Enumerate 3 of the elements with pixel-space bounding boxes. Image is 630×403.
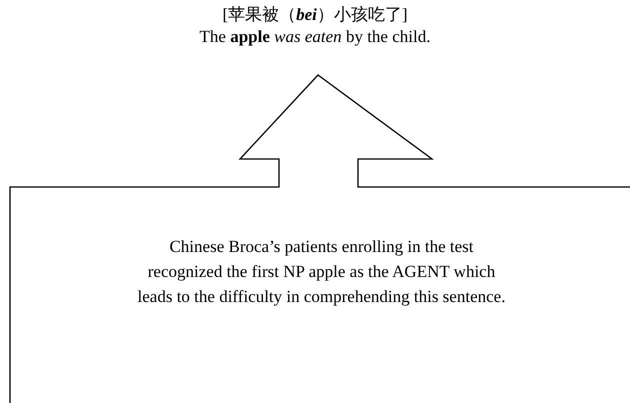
example-sentence: [苹果被（bei）小孩吃了] [221, 4, 409, 26]
example-sentence: The apple was eaten by the child. [198, 26, 432, 48]
callout-text: Chinese Broca’s patients enrolling in the test recognized the first NP apple as the AGENT which leads to the difficulty in comprehending this sentence. [136, 236, 506, 308]
